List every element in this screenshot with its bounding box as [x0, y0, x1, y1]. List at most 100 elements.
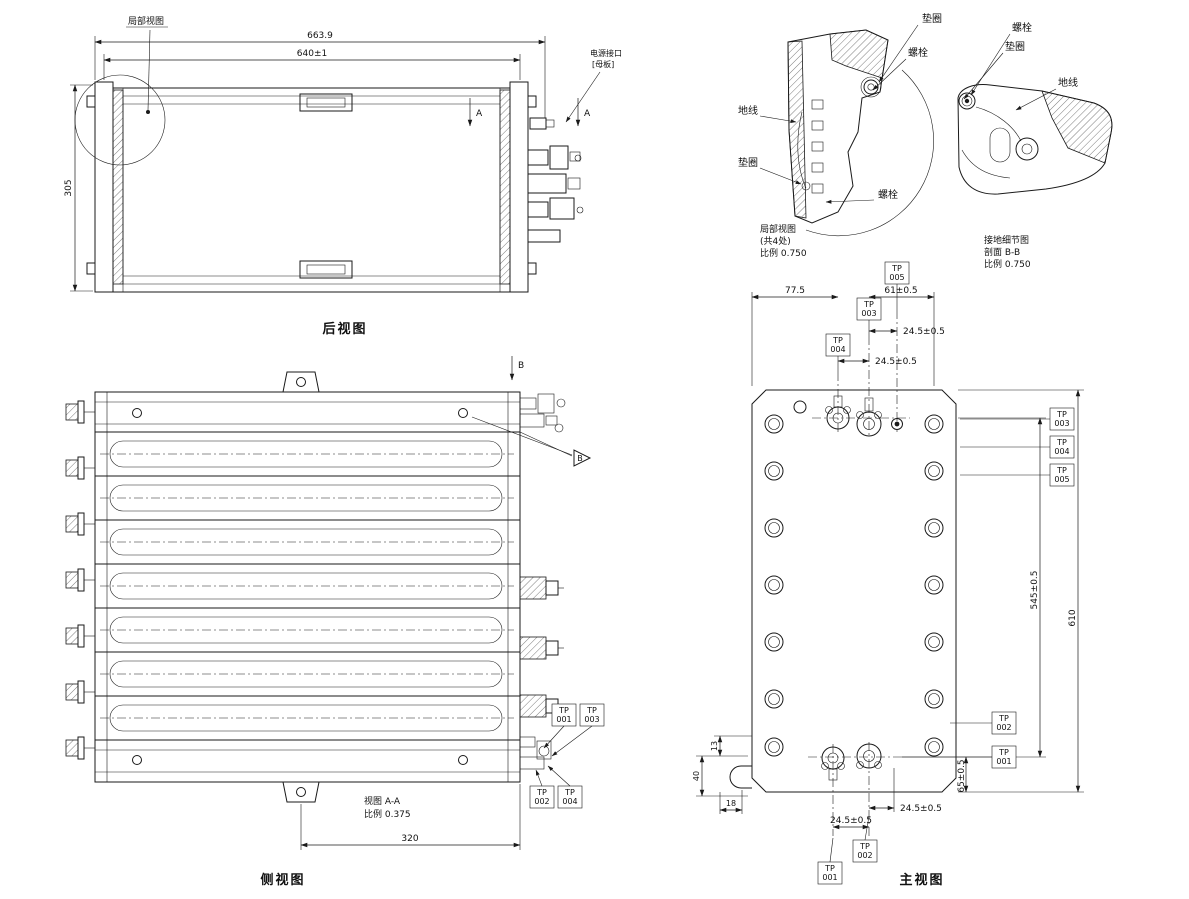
- section-b-arrow-label: B: [518, 361, 524, 371]
- tp-callout-003: TP 003: [551, 703, 605, 757]
- front-dim-245-bottom-left-label: 24.5±0.5: [830, 816, 872, 826]
- side-dim-320-label: 320: [401, 834, 418, 844]
- tp005r-line1: TP: [1056, 466, 1067, 475]
- detail-b-caption-1: 接地细节图: [984, 234, 1029, 246]
- detail-b-ground-label: 地线: [1058, 76, 1078, 89]
- detail-b-callouts: 螺栓 垫圈 地线: [963, 21, 1078, 111]
- tp002b-line2: 002: [857, 851, 872, 860]
- rear-section-a-marks: A A: [467, 98, 591, 127]
- front-right-dimensions: 545±0.5 610 65±0.5 TP 002 TP 001: [902, 389, 1084, 793]
- front-view: TP 005 TP 003 TP 004 77.5 61±: [692, 261, 1084, 888]
- tp003-line2: 003: [861, 309, 876, 318]
- rear-view-title: 后视图: [322, 321, 367, 337]
- tp003r-line1: TP: [1056, 410, 1067, 419]
- detail-a-linework: [787, 29, 934, 237]
- tp001r-line1: TP: [998, 748, 1009, 757]
- tp-callout-001-bottom: TP 001: [817, 837, 843, 885]
- section-a-label-left: A: [476, 109, 483, 119]
- rear-detail-balloon: 局部视图: [74, 15, 168, 166]
- side-section-b-marks: B B: [471, 356, 592, 467]
- front-dim-610-label: 610: [1068, 609, 1078, 626]
- front-bolt-holes: [764, 414, 944, 757]
- front-top-dimensions: 77.5 61±0.5 24.5±0.5 24.5±0.5: [751, 286, 945, 386]
- detail-a-ground-label: 地线: [738, 104, 758, 117]
- detail-a-callouts: 垫圈 螺栓 地线 垫圈 螺栓: [738, 12, 942, 204]
- side-view-right-hardware: [519, 393, 566, 770]
- tp-callout-005-top: TP 005: [884, 261, 910, 310]
- tp002r-line2: 002: [996, 723, 1011, 732]
- front-dim-77-label: 77.5: [785, 286, 805, 296]
- tp005-line2: 005: [889, 273, 904, 282]
- tp004-line1: TP: [564, 788, 575, 797]
- tp002r-line1: TP: [998, 714, 1009, 723]
- tp-callout-002-bottom: TP 002: [852, 815, 878, 863]
- detail-a-caption-2: (共4处): [760, 235, 791, 247]
- tp001-line2: 001: [556, 715, 571, 724]
- tp-callout-003-top: TP 003: [856, 297, 882, 336]
- rear-view-linework: [86, 81, 537, 293]
- front-drain-hook: [729, 765, 752, 789]
- section-a-label-right: A: [584, 109, 591, 119]
- tp-callout-004: TP 004: [547, 765, 583, 809]
- front-dim-245-upper-label: 24.5±0.5: [903, 327, 945, 337]
- side-view-dim-320: 320: [300, 784, 521, 850]
- tp005-line1: TP: [891, 264, 902, 273]
- rear-view-dimensions: 663.9 640±1 305: [64, 31, 546, 292]
- tp-callout-001: TP 001: [543, 703, 577, 749]
- detail-view-b: 螺栓 垫圈 地线 接地细节图 剖面 B-B 比例 0.750: [957, 21, 1113, 270]
- side-view-caption: 视图 A-A 比例 0.375: [364, 795, 411, 820]
- front-right-tp-column: TP 003 TP 004 TP 005: [960, 407, 1075, 487]
- tp004-line1: TP: [832, 336, 843, 345]
- detail-a-bolt-side-label: 螺栓: [878, 188, 898, 201]
- side-view-left-bolts: [65, 400, 95, 760]
- front-dim-245-lower-label: 24.5±0.5: [875, 357, 917, 367]
- detail-b-linework: [957, 84, 1113, 195]
- tp002-line2: 002: [534, 797, 549, 806]
- tp004r-line1: TP: [1056, 438, 1067, 447]
- section-b-flag: [573, 449, 592, 467]
- detail-b-washer-label: 垫圈: [1005, 40, 1025, 53]
- side-view-stack: [94, 371, 521, 803]
- tp-callout-004-right: TP 004: [960, 435, 1075, 459]
- tp001r-line2: 001: [996, 757, 1011, 766]
- side-tp-callouts: TP 001 TP 003 TP 002 TP 004: [529, 703, 605, 809]
- rear-power-connector: 电源接口 [母板]: [527, 48, 622, 243]
- detail-boundary-circle: [74, 74, 166, 166]
- front-dim-61-label: 61±0.5: [884, 286, 917, 296]
- front-dim-65-label: 65±0.5: [957, 759, 967, 792]
- tp001-line1: TP: [558, 706, 569, 715]
- tp003-line2: 003: [584, 715, 599, 724]
- detail-a-washer-top-label: 垫圈: [922, 12, 942, 25]
- front-plate-linework: [729, 310, 957, 838]
- tp003-line1: TP: [863, 300, 874, 309]
- detail-a-washer-side-label: 垫圈: [738, 156, 758, 169]
- tp001b-line2: 001: [822, 873, 837, 882]
- tp-callout-003-right: TP 003: [960, 407, 1075, 431]
- power-port-label-line2: [母板]: [592, 59, 614, 69]
- front-dim-545-label: 545±0.5: [1030, 570, 1040, 609]
- detail-b-bolt-label: 螺栓: [1012, 21, 1032, 34]
- detail-b-caption-2: 剖面 B-B: [984, 246, 1020, 258]
- front-top-tp-callouts: TP 005 TP 003 TP 004: [825, 261, 910, 372]
- tp-callout-002: TP 002: [529, 769, 555, 809]
- detail-a-caption: 局部视图 (共4处) 比例 0.750: [760, 223, 807, 259]
- front-bottom-dimensions: 24.5±0.5 24.5±0.5 TP 002 TP 001: [817, 768, 942, 885]
- section-b-flag-label: B: [577, 454, 583, 463]
- tp002-line1: TP: [536, 788, 547, 797]
- front-dim-245-bottom-right-label: 24.5±0.5: [900, 804, 942, 814]
- detail-a-caption-3: 比例 0.750: [760, 247, 807, 259]
- tp005r-line2: 005: [1054, 475, 1069, 484]
- rear-dim-bolt-span-label: 640±1: [297, 49, 327, 59]
- tp-callout-002-right: TP 002: [950, 711, 1017, 735]
- tp-callout-005-right: TP 005: [960, 463, 1075, 487]
- detail-a-caption-1: 局部视图: [760, 223, 796, 235]
- side-view-title: 侧视图: [260, 872, 305, 888]
- rear-dim-height-label: 305: [64, 179, 74, 196]
- rear-view: 663.9 640±1 305: [64, 15, 622, 337]
- side-view: B B TP 001 TP 003 TP 002: [65, 356, 605, 888]
- tp-callout-001-right: TP 001: [902, 745, 1017, 769]
- front-dim-18-label: 18: [726, 799, 736, 808]
- leader-dot: [146, 110, 150, 114]
- power-port-label-line1: 电源接口: [590, 48, 622, 58]
